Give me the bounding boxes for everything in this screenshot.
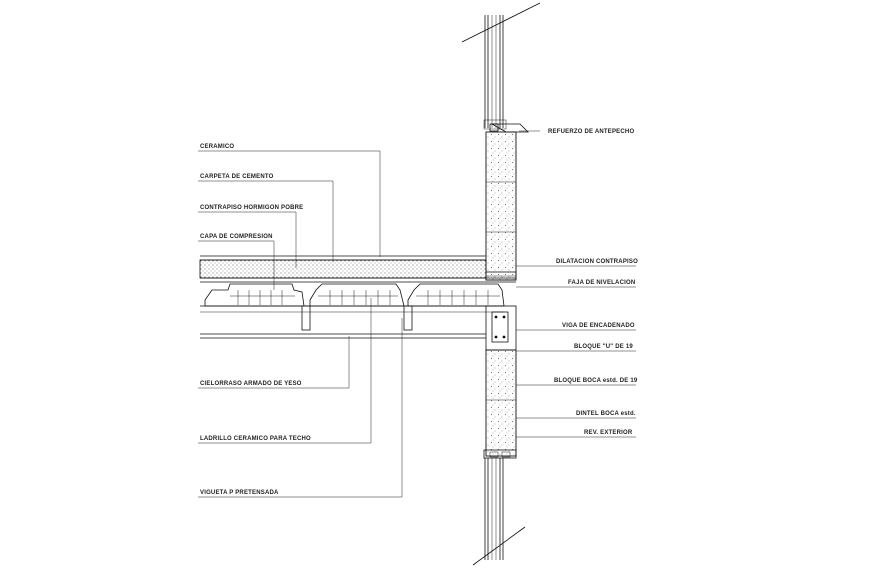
label-cielorraso: CIELORRASO ARMADO DE YESO (200, 381, 302, 387)
right-labels: REFUERZO DE ANTEPECHO DILATACION CONTRAP… (548, 129, 638, 436)
right-leaders (516, 265, 636, 438)
left-leaders (198, 150, 403, 498)
upper-masonry-wall (485, 131, 517, 281)
upper-window-frame (461, 2, 541, 130)
label-faja-de-nivelacion: FAJA DE NIVELACION (568, 280, 635, 286)
label-capa-de-compresion: CAPA DE COMPRESION (200, 234, 273, 240)
label-vigueta: VIGUETA P PRETENSADA (200, 490, 279, 496)
label-contrapiso: CONTRAPISO HORMIGON POBRE (200, 205, 303, 211)
lower-masonry-wall (483, 349, 517, 459)
label-carpeta-de-cemento: CARPETA DE CEMENTO (200, 174, 274, 180)
label-viga-de-encadenado: VIGA DE ENCADENADO (562, 323, 635, 329)
label-bloque-u: BLOQUE "U" DE 19 (574, 344, 633, 350)
label-dilatacion-contrapiso: DILATACION CONTRAPISO (556, 259, 638, 265)
label-ceramico: CERAMICO (200, 144, 234, 150)
tie-beam (485, 305, 517, 351)
lower-window-frame (472, 458, 526, 566)
sill-reinforcement (489, 123, 540, 133)
floor-layers (199, 255, 517, 281)
label-ladrillo-ceramico: LADRILLO CERAMICO PARA TECHO (200, 436, 311, 442)
left-labels: CERAMICO CARPETA DE CEMENTO CONTRAPISO H… (200, 144, 311, 496)
label-bloque-boca: BLOQUE BOCA estd. DE 19 (554, 378, 638, 384)
label-refuerzo-antepecho: REFUERZO DE ANTEPECHO (548, 129, 634, 135)
label-dintel-boca: DINTEL BOCA estd. (576, 411, 636, 417)
ceiling (200, 333, 486, 339)
label-rev-exterior: REV. EXTERIOR (584, 430, 633, 436)
joist-blocks (200, 281, 516, 331)
